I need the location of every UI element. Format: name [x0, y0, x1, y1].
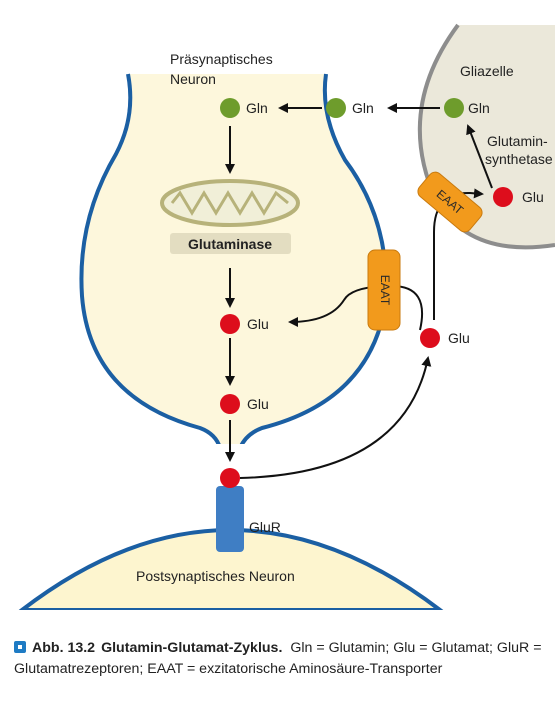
glu-dot-presynaptic-2 — [220, 394, 240, 414]
presynaptic-label-line2: Neuron — [170, 71, 216, 87]
eaat-transporter-glia: EAAT — [417, 171, 483, 233]
glu-dot-presynaptic-1 — [220, 314, 240, 334]
glu-dot-glia — [493, 187, 513, 207]
figure-caption: Abb. 13.2 Glutamin-Glutamat-Zyklus. Gln =… — [14, 638, 544, 680]
synthetase-label-line1: Glutamin- — [487, 133, 548, 149]
gln-dot-glia — [444, 98, 464, 118]
glutamate-receptor — [216, 486, 244, 552]
glu-dot-receptor — [220, 468, 240, 488]
gln-dot-presynaptic — [220, 98, 240, 118]
glu-dot-cleft — [420, 328, 440, 348]
figure-title: Glutamin-Glutamat-Zyklus. — [101, 640, 283, 656]
synthetase-label-line2: synthetase — [485, 151, 553, 167]
molecules — [220, 98, 513, 488]
glutamine-glutamate-cycle-diagram: Glutaminase Präsynaptisches Neuron Gliaz… — [16, 23, 555, 612]
svg-text:Glu: Glu — [522, 189, 544, 205]
postsynaptic-label: Postsynaptisches Neuron — [136, 568, 295, 584]
glia-label: Gliazelle — [460, 63, 514, 79]
glutaminase-label: Glutaminase — [188, 236, 272, 252]
svg-text:Gln: Gln — [468, 100, 490, 116]
svg-text:EAAT: EAAT — [378, 275, 392, 306]
glutaminase-box — [170, 233, 291, 254]
arrow-glu-to-synthetase — [466, 124, 493, 189]
mitochondrion — [160, 179, 300, 227]
molecule-labels: Gln Gln Gln Glu Glu Glu Glu — [246, 100, 544, 412]
gln-dot-membrane — [326, 98, 346, 118]
caption-marker-icon — [14, 641, 26, 653]
figure-number: Abb. 13.2 — [32, 640, 96, 656]
presynaptic-neuron — [79, 73, 389, 450]
svg-text:Glu: Glu — [448, 330, 470, 346]
eaat-transporter-neuron: EAAT — [367, 249, 401, 331]
arrows — [225, 103, 493, 479]
arrow-eaat-neuron-to-glu — [288, 284, 424, 331]
svg-text:Glu: Glu — [247, 396, 269, 412]
arrow-synapse-to-glu — [239, 356, 432, 479]
caption-text: Gln = Glutamin; Glu = Glutamat; GluR = G… — [14, 640, 542, 677]
svg-text:Glu: Glu — [247, 316, 269, 332]
glur-label: GluR — [249, 519, 281, 535]
svg-text:Gln: Gln — [246, 100, 268, 116]
svg-text:Gln: Gln — [352, 100, 374, 116]
presynaptic-label-line1: Präsynaptisches — [170, 51, 273, 67]
